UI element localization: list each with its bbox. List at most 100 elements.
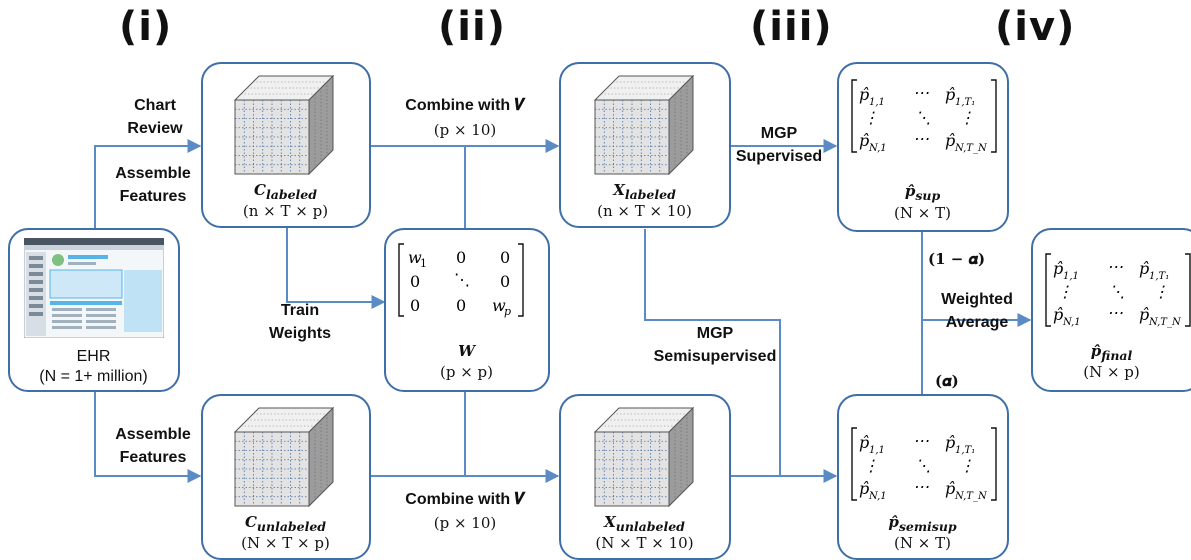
label-combine-top: Combine with 𝑽 <box>405 97 525 114</box>
p-semisup-node: p̂1,1⋯p̂1,T₁⋮⋱⋮p̂N,1⋯p̂N,T_N p̂semisup (… <box>837 394 1009 560</box>
x-labeled-dim: (n × T × 10) <box>597 202 692 220</box>
svg-text:⋱: ⋱ <box>915 456 931 475</box>
p-semisup-matrix: p̂1,1⋯p̂1,T₁⋮⋱⋮p̂N,1⋯p̂N,T_N <box>849 426 999 511</box>
p-sup-dim: (N × T) <box>894 204 951 222</box>
w-name: W <box>458 342 475 360</box>
svg-text:0: 0 <box>500 272 510 291</box>
svg-text:⋱: ⋱ <box>915 108 931 127</box>
c-labeled-name: Clabeled <box>254 181 317 202</box>
svg-text:p̂: p̂ <box>1053 305 1063 324</box>
svg-text:p̂: p̂ <box>859 131 869 150</box>
p-semisup-dim: (N × T) <box>894 534 951 552</box>
svg-text:p̂: p̂ <box>859 479 869 498</box>
ehr-node: EHR (N = 1+ million) <box>8 228 180 392</box>
svg-text:0: 0 <box>410 296 420 315</box>
c-labeled-dim: (n × T × p) <box>242 202 329 220</box>
svg-text:⋱: ⋱ <box>1109 282 1125 301</box>
tensor-cube-icon <box>593 406 695 513</box>
tensor-cube-icon <box>233 406 335 513</box>
label-combine-bottom: Combine with 𝑽 <box>405 491 525 508</box>
svg-text:p̂: p̂ <box>859 85 869 104</box>
p-sup-matrix: p̂1,1⋯p̂1,T₁⋮⋱⋮p̂N,1⋯p̂N,T_N <box>849 78 999 163</box>
svg-text:⋮: ⋮ <box>959 108 975 127</box>
svg-text:⋱: ⋱ <box>454 270 470 289</box>
svg-text:⋮: ⋮ <box>959 456 975 475</box>
label-assemble-features-bottom: Assemble Features <box>115 426 191 467</box>
p-semisup-name: p̂semisup <box>888 513 957 534</box>
x-labeled-node: Xlabeled (n × T × 10) <box>559 62 731 228</box>
label-weighted-average: Weighted Average <box>941 291 1013 332</box>
x-unlabeled-node: Xunlabeled (N × T × 10) <box>559 394 731 560</box>
ehr-screenshot-icon <box>24 238 164 338</box>
svg-text:0: 0 <box>456 248 466 267</box>
svg-text:N,1: N,1 <box>1062 317 1081 328</box>
svg-text:p̂: p̂ <box>1139 305 1149 324</box>
p-sup-name: p̂sup <box>904 182 941 203</box>
label-assemble-features-top: Assemble Features <box>115 165 191 206</box>
edge-train-weights <box>286 228 386 309</box>
svg-text:0: 0 <box>410 272 420 291</box>
svg-text:⋯: ⋯ <box>1107 257 1123 276</box>
svg-text:w: w <box>492 296 506 315</box>
p-sup-node: p̂1,1⋯p̂1,T₁⋮⋱⋮p̂N,1⋯p̂N,T_N p̂sup (N × … <box>837 62 1009 232</box>
svg-text:⋯: ⋯ <box>913 129 929 148</box>
stage-label-ii: (ii) <box>438 4 506 50</box>
svg-text:0: 0 <box>500 248 510 267</box>
c-unlabeled-node: Cunlabeled (N × T × p) <box>201 394 371 560</box>
c-unlabeled-dim: (N × T × p) <box>241 534 330 552</box>
edge-mgp-semi-a <box>644 229 781 476</box>
x-unlabeled-name: Xunlabeled <box>604 513 685 534</box>
svg-text:N,1: N,1 <box>868 491 887 502</box>
label-chart-review: Chart Review <box>127 97 183 138</box>
label-one-minus-alpha: (𝟏 − 𝜶) <box>928 250 986 268</box>
svg-text:1,T₁: 1,T₁ <box>955 445 975 456</box>
label-combine-top-dim: (p × 10) <box>433 121 497 139</box>
p-final-node: p̂1,1⋯p̂1,T₁⋮⋱⋮p̂N,1⋯p̂N,T_N p̂final (N … <box>1031 228 1191 392</box>
svg-text:p̂: p̂ <box>945 433 955 452</box>
svg-text:⋯: ⋯ <box>913 431 929 450</box>
p-final-matrix: p̂1,1⋯p̂1,T₁⋮⋱⋮p̂N,1⋯p̂N,T_N <box>1043 252 1191 337</box>
svg-text:⋮: ⋮ <box>863 108 879 127</box>
svg-text:1,T₁: 1,T₁ <box>955 97 975 108</box>
c-unlabeled-name: Cunlabeled <box>244 513 327 534</box>
ehr-sublabel: (N = 1+ million) <box>39 368 148 385</box>
p-final-dim: (N × p) <box>1083 363 1140 381</box>
svg-text:N,1: N,1 <box>868 143 887 154</box>
svg-text:1,1: 1,1 <box>869 97 885 108</box>
ehr-label: EHR <box>76 348 111 365</box>
svg-text:1,1: 1,1 <box>1063 271 1079 282</box>
svg-text:p̂: p̂ <box>1053 259 1063 278</box>
svg-text:N,T_N: N,T_N <box>954 143 988 154</box>
svg-text:⋯: ⋯ <box>913 83 929 102</box>
stage-label-iii: (iii) <box>750 4 833 50</box>
svg-text:p̂: p̂ <box>945 131 955 150</box>
svg-text:⋯: ⋯ <box>913 477 929 496</box>
svg-text:p̂: p̂ <box>1139 259 1149 278</box>
svg-text:p̂: p̂ <box>859 433 869 452</box>
svg-text:w: w <box>408 248 422 267</box>
svg-text:p̂: p̂ <box>945 85 955 104</box>
w-dim: (p × p) <box>439 363 493 381</box>
svg-text:1,T₁: 1,T₁ <box>1149 271 1169 282</box>
svg-text:⋮: ⋮ <box>1057 282 1073 301</box>
edge-chart-review <box>94 139 202 228</box>
svg-text:⋮: ⋮ <box>863 456 879 475</box>
x-labeled-name: Xlabeled <box>613 181 676 202</box>
svg-text:N,T_N: N,T_N <box>954 491 988 502</box>
label-train-weights: Train Weights <box>269 302 331 343</box>
svg-text:1: 1 <box>420 257 427 270</box>
tensor-cube-icon <box>233 74 335 181</box>
p-final-name: p̂final <box>1090 342 1133 363</box>
svg-text:p: p <box>504 305 511 318</box>
svg-text:⋮: ⋮ <box>1153 282 1169 301</box>
edge-assemble-bottom <box>94 392 202 483</box>
c-labeled-node: Clabeled (n × T × p) <box>201 62 371 228</box>
svg-text:p̂: p̂ <box>945 479 955 498</box>
stage-label-iv: (iv) <box>995 4 1076 50</box>
stage-label-i: (i) <box>119 4 173 50</box>
svg-text:1,1: 1,1 <box>869 445 885 456</box>
